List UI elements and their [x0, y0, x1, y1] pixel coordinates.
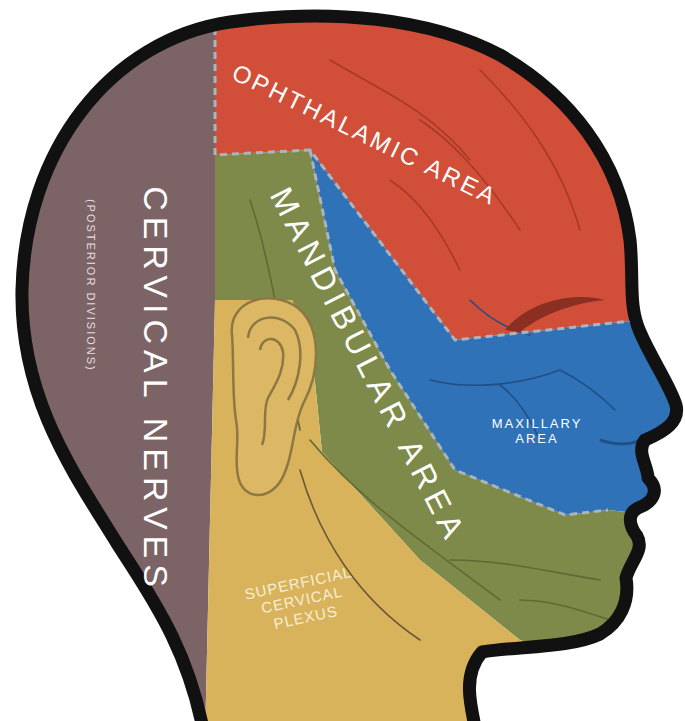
head-silhouette	[22, 16, 677, 721]
nostril	[600, 440, 640, 444]
region-label: SUPERFICIAL CERVICAL PLEXUS	[223, 559, 380, 641]
region-label: OPHTHALAMIC AREA	[228, 59, 503, 212]
region-sublabel: (POSTERIOR DIVISIONS)	[84, 199, 97, 372]
region-label: CERVICAL NERVES	[135, 187, 174, 594]
ear-outline	[232, 298, 316, 495]
region-label: MANDIBULAR AREA	[262, 181, 474, 549]
region-boundaries	[215, 28, 640, 515]
eyebrow	[505, 297, 605, 332]
region-label: MAXILLARY AREA	[482, 417, 592, 447]
